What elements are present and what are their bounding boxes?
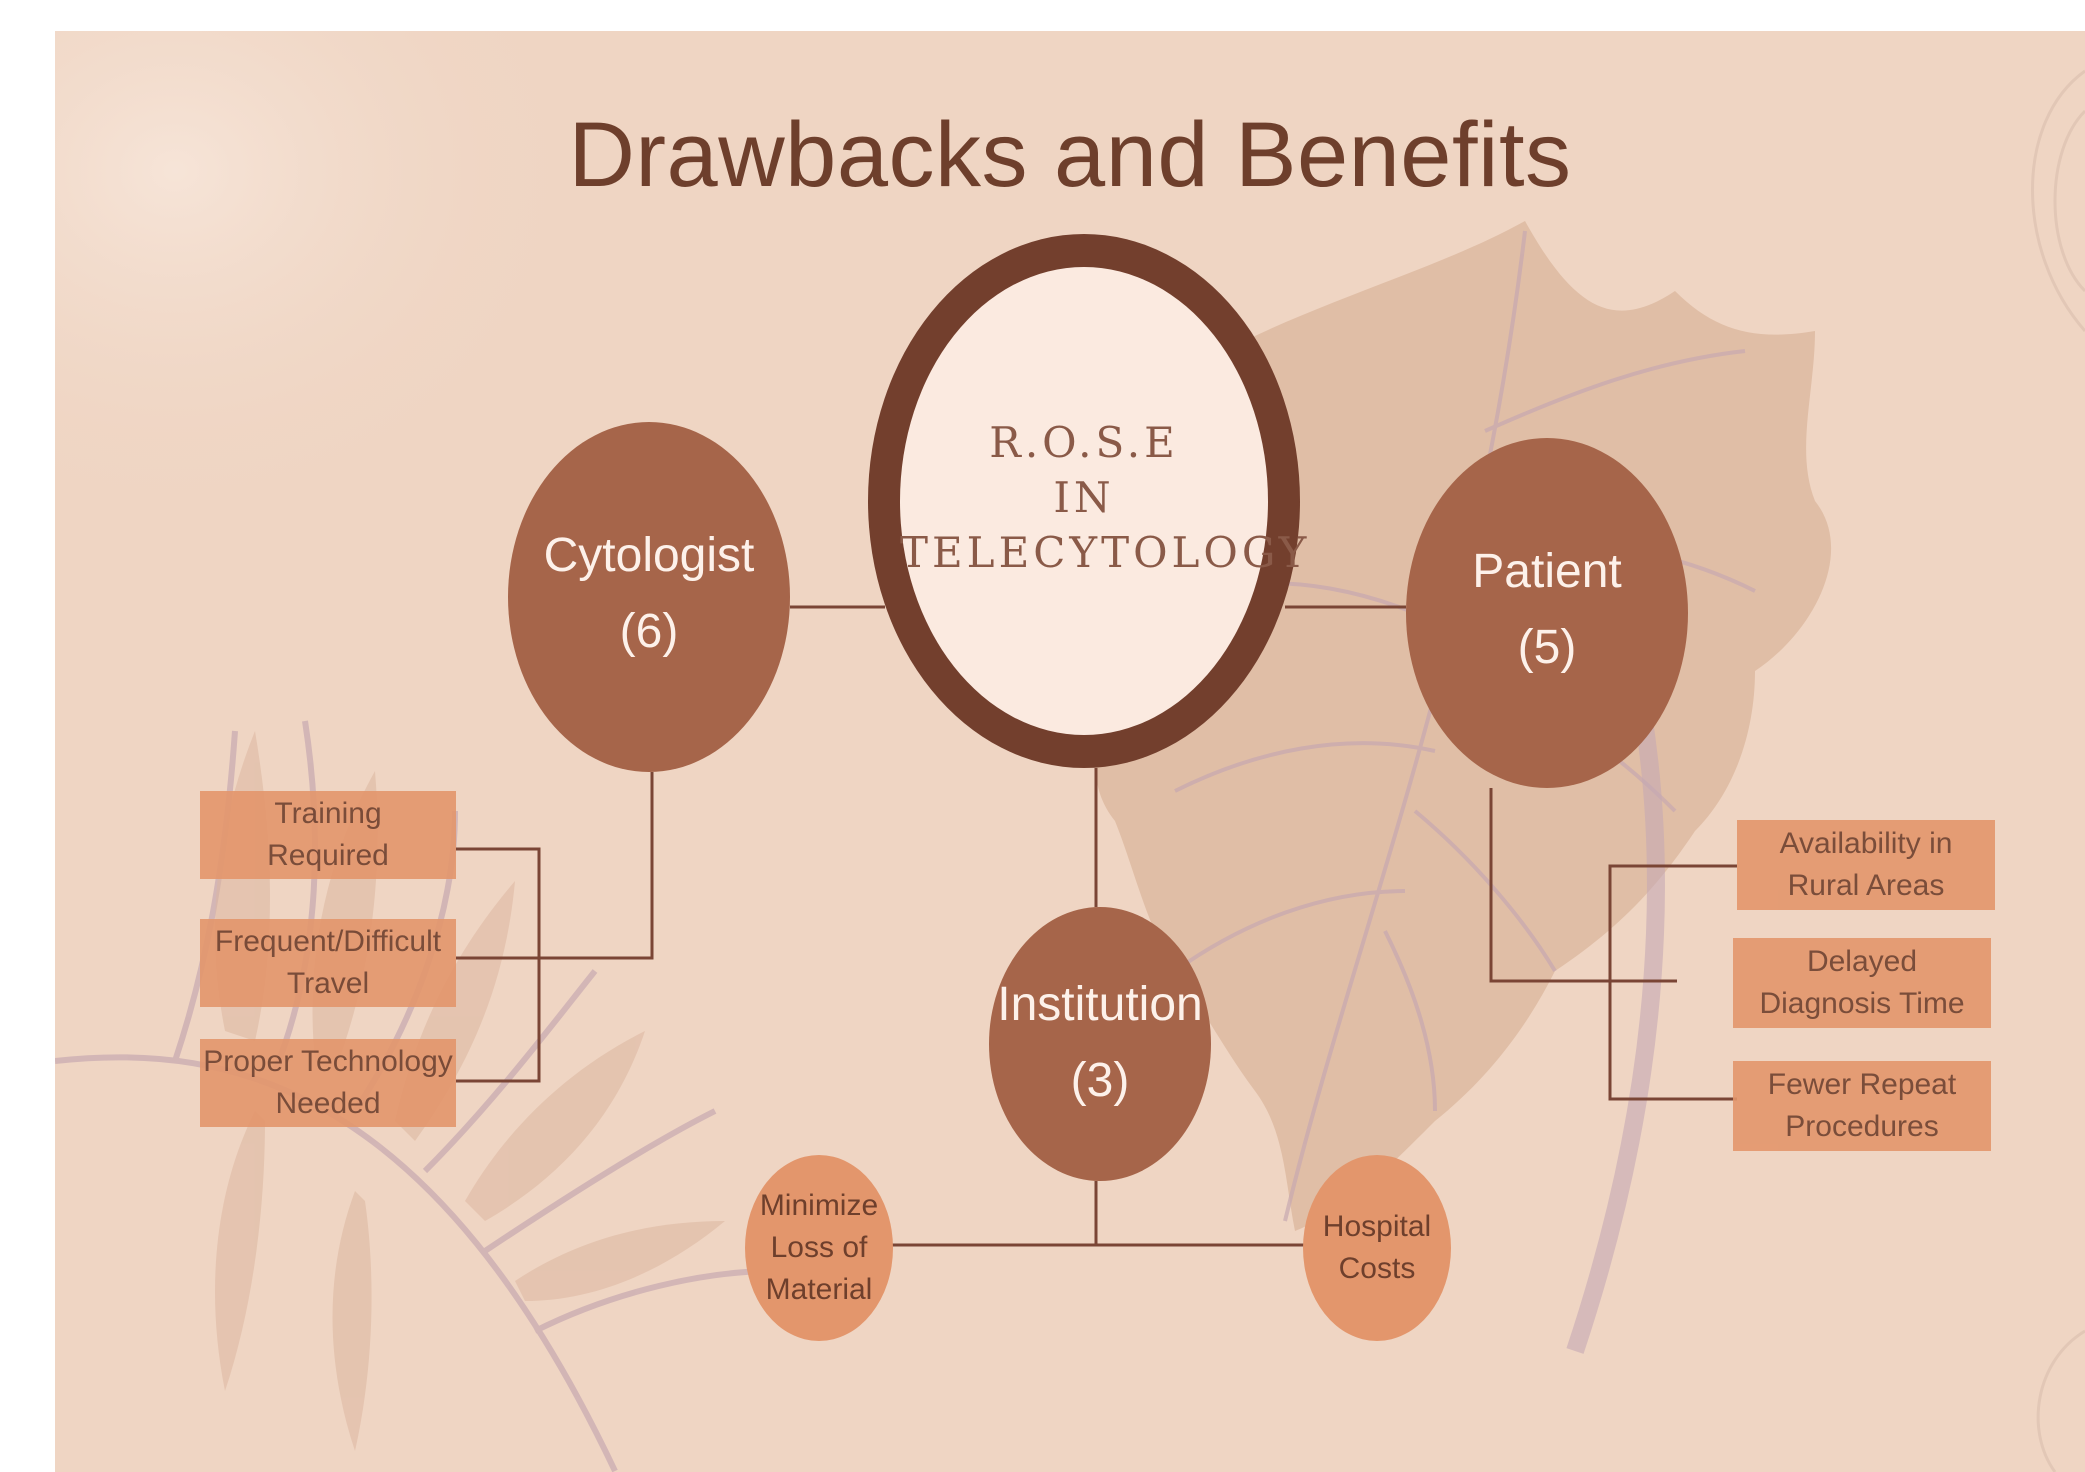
cytologist-item-technology: Proper Technology Needed xyxy=(200,1039,456,1127)
center-node: R.O.S.E IN TELECYTOLOGY xyxy=(868,234,1311,768)
cytologist-item-travel: Frequent/Difficult Travel xyxy=(200,919,456,1007)
item-line: Loss of xyxy=(770,1231,868,1264)
light-glow xyxy=(55,31,595,531)
patient-item-fewer-repeat: Fewer Repeat Procedures xyxy=(1733,1061,1991,1151)
center-line-2: IN xyxy=(1053,473,1115,522)
patient-node: Patient (5) xyxy=(1406,438,1688,788)
patient-count: (5) xyxy=(1517,621,1577,674)
bracket-patient-items xyxy=(1608,864,1737,1101)
patient-label: Patient xyxy=(1472,545,1622,598)
slide: Drawbacks and Benefits R.O.S.E IN TELECY… xyxy=(55,31,2085,1472)
patient-item-delayed: Delayed Diagnosis Time xyxy=(1733,938,1991,1028)
item-line: Procedures xyxy=(1785,1110,1939,1143)
cytologist-item-training: Training Required xyxy=(200,791,456,879)
item-line: Hospital xyxy=(1322,1210,1432,1243)
center-line-1: R.O.S.E xyxy=(989,418,1179,467)
item-line: Frequent/Difficult xyxy=(214,925,442,958)
diagram-title: Drawbacks and Benefits xyxy=(568,104,1572,206)
bracket-cytologist-items xyxy=(456,847,541,1083)
item-line: Required xyxy=(267,839,389,872)
center-line-3: TELECYTOLOGY xyxy=(900,528,1311,577)
item-line: Availability in xyxy=(1779,827,1953,860)
center-node-inner: R.O.S.E IN TELECYTOLOGY xyxy=(900,267,1311,735)
item-line: Minimize xyxy=(759,1189,879,1222)
patient-item-availability: Availability in Rural Areas xyxy=(1737,820,1995,910)
item-line: Proper Technology xyxy=(203,1045,453,1078)
institution-node: Institution (3) xyxy=(989,907,1211,1181)
item-line: Diagnosis Time xyxy=(1759,987,1965,1020)
item-line: Rural Areas xyxy=(1787,869,1945,902)
cytologist-label: Cytologist xyxy=(543,529,755,582)
item-line: Training xyxy=(274,797,382,830)
item-line: Material xyxy=(765,1273,873,1306)
institution-label: Institution xyxy=(997,978,1203,1031)
institution-count: (3) xyxy=(1070,1054,1130,1107)
item-line: Needed xyxy=(275,1087,381,1120)
contour-lines xyxy=(2031,69,2085,1472)
connector-cytologist-bracket xyxy=(456,772,654,960)
institution-item-hospital-costs: Hospital Costs xyxy=(1303,1155,1451,1341)
cytologist-node: Cytologist (6) xyxy=(508,422,790,772)
item-line: Fewer Repeat xyxy=(1767,1068,1957,1101)
connector-lines xyxy=(456,605,1737,1247)
connector-patient-bracket xyxy=(1489,788,1677,983)
center-node-label: R.O.S.E IN TELECYTOLOGY xyxy=(900,415,1311,580)
cytologist-count: (6) xyxy=(619,605,679,658)
item-line: Delayed xyxy=(1806,945,1918,978)
item-line: Travel xyxy=(286,967,370,1000)
item-line: Costs xyxy=(1338,1252,1416,1285)
institution-item-minimize-loss: Minimize Loss of Material xyxy=(745,1155,893,1341)
